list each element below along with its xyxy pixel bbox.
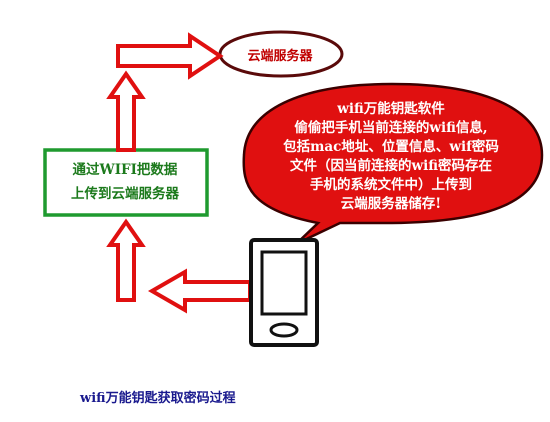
cloud-server-label: 云端服务器 xyxy=(247,49,313,64)
arrow-up-from-box xyxy=(106,70,146,152)
smartphone-icon xyxy=(249,238,319,347)
bubble-text: wifi万能钥匙软件 偷偷把手机当前连接的wifi信息, 包括mac地址、位置信… xyxy=(245,100,537,214)
bubble-line: 偷偷把手机当前连接的wifi信息, xyxy=(294,120,488,136)
bubble-line: 手机的系统文件中）上传到 xyxy=(310,177,472,193)
bubble-line: 文件（因当前连接的wifi密码存在 xyxy=(289,158,493,174)
upload-box-label: 通过WIFI把数据 上传到云端服务器 xyxy=(45,158,205,206)
bubble-line: 云端服务器储存! xyxy=(340,196,442,212)
upload-line: 通过WIFI把数据 xyxy=(72,162,178,178)
bubble-line: wifi万能钥匙软件 xyxy=(337,101,445,117)
arrow-up-to-box xyxy=(106,218,146,302)
arrow-phone-to-left xyxy=(147,268,252,314)
upload-box xyxy=(43,148,209,217)
arrow-right-to-cloud xyxy=(116,32,224,80)
speech-bubble xyxy=(242,82,544,246)
diagram-caption: wifi万能钥匙获取密码过程 xyxy=(80,391,236,406)
upload-line: 上传到云端服务器 xyxy=(71,186,179,202)
bubble-line: 包括mac地址、位置信息、wif密码 xyxy=(283,139,499,155)
